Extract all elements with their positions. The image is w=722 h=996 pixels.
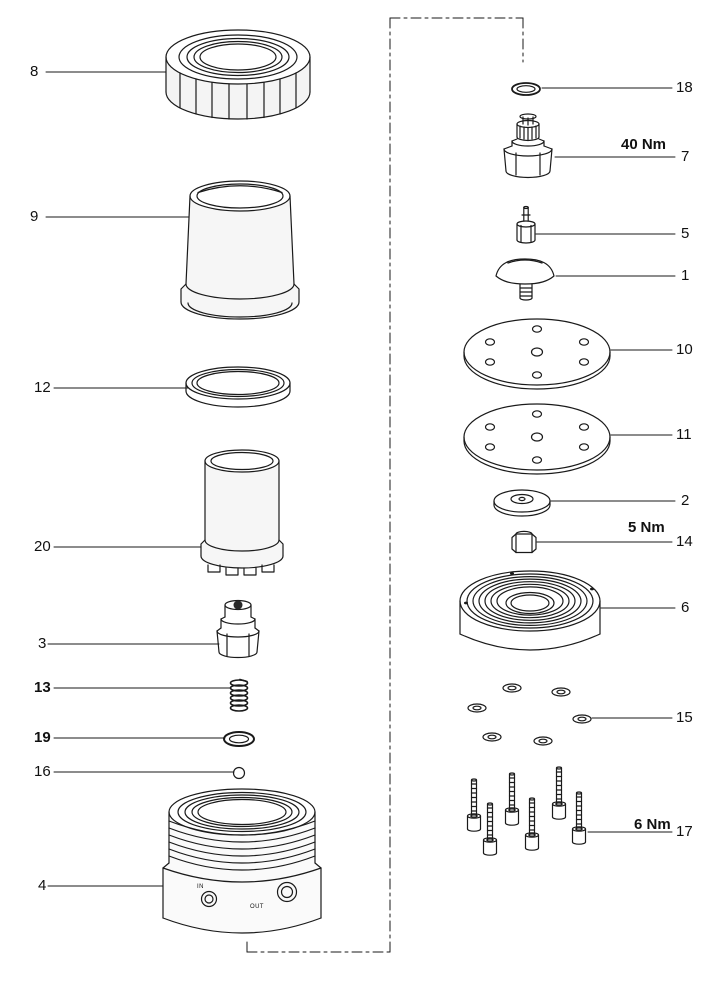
part-19-oring-drawing [223,731,255,747]
callout-label-20: 20 [34,538,51,555]
callout-label-10: 10 [676,341,693,358]
part-2-disc-drawing [493,489,551,517]
callout-label-2: 2 [681,492,690,509]
part-5-stem-drawing [516,205,536,244]
leader-lines [45,71,676,887]
part-4-housing-drawing [162,788,322,934]
part-12-ring-drawing [185,366,291,408]
callout-label-1: 1 [681,267,690,284]
torque-label-part7: 40 Nm [621,136,667,153]
part-8-ring-nut-drawing [165,29,311,120]
torque-label-part17: 6 Nm [634,816,671,833]
callout-label-14: 14 [676,533,693,550]
part-1-knob-drawing [495,258,555,301]
part-11-diaphragm-drawing [463,403,611,475]
port-label-out: OUT [250,904,264,910]
part-13-spring-drawing [229,678,249,712]
callout-label-16: 16 [34,763,51,780]
callout-label-6: 6 [681,599,690,616]
port-label-in: IN [197,884,204,890]
part-20-cartridge-drawing [200,449,284,576]
callout-label-13: 13 [34,679,51,696]
callout-label-19: 19 [34,729,51,746]
callout-label-3: 3 [38,635,47,652]
callout-label-15: 15 [676,709,693,726]
part-7-valve-drawing [503,113,553,179]
callout-label-18: 18 [676,79,693,96]
callout-label-11: 11 [676,426,692,443]
part-18-oring-drawing [511,82,541,96]
callout-label-5: 5 [681,225,690,242]
part-14-nut-drawing [511,530,537,554]
center-line [246,17,524,953]
torque-label-part14: 5 Nm [628,519,665,536]
part-10-plate-drawing [463,318,611,390]
part-16-ball-drawing [232,766,246,780]
part-15-washers-drawing [467,683,592,746]
part-17-screws-drawing [466,766,587,856]
callout-label-12: 12 [34,379,51,396]
callout-label-8: 8 [30,63,39,80]
callout-label-9: 9 [30,208,39,225]
part-6-housing-drawing [459,570,601,651]
part-9-cup-drawing [180,180,300,320]
callout-label-7: 7 [681,148,690,165]
part-3-fitting-drawing [216,599,260,659]
callout-label-17: 17 [676,823,693,840]
callout-label-4: 4 [38,877,47,894]
